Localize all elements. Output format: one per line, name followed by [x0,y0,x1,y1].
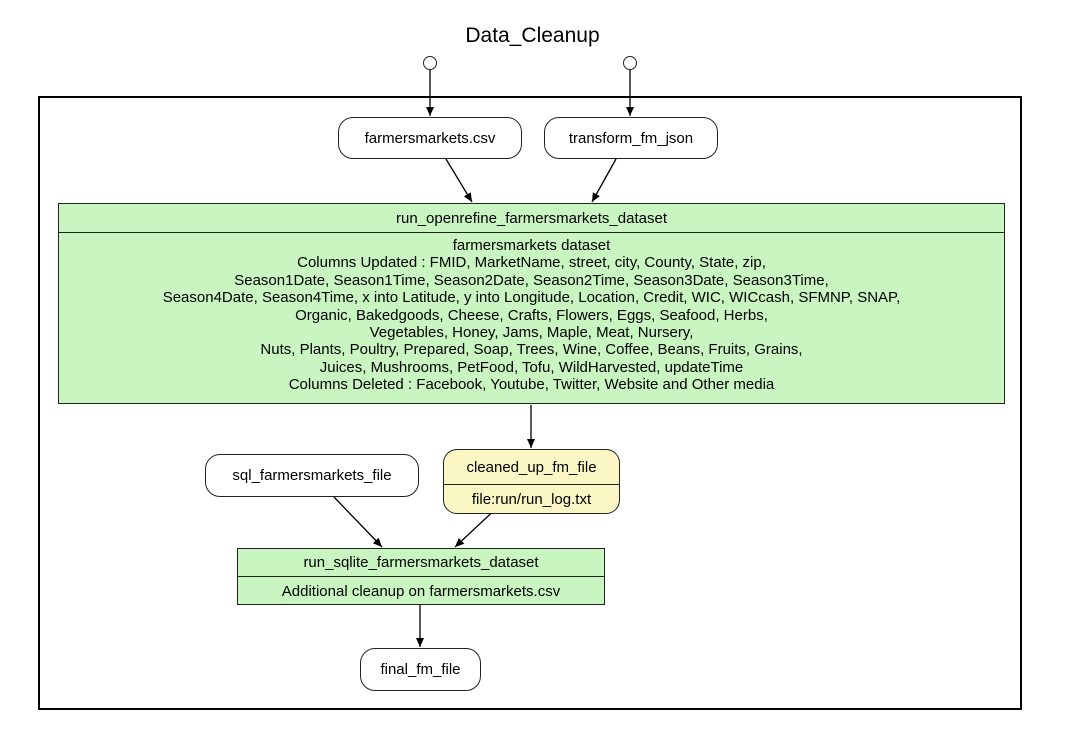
node-label: final_fm_file [380,661,461,678]
diagram-title: Data_Cleanup [465,24,600,47]
node-description: farmersmarkets dataset Columns Updated :… [59,233,1004,394]
workflow-frame [38,96,1022,710]
node-run-sqlite-farmersmarkets-dataset[interactable]: run_sqlite_farmersmarkets_dataset Additi… [237,548,605,605]
input-port-right [623,56,637,70]
description-line: Season1Date, Season1Time, Season2Date, S… [234,271,829,289]
description-line: Season4Date, Season4Time, x into Latitud… [162,289,901,307]
node-transform-fm-json[interactable]: transform_fm_json [544,117,718,159]
description-line: Vegetables, Honey, Jams, Maple, Meat, Nu… [369,324,694,342]
node-label: transform_fm_json [568,129,694,147]
node-title: run_sqlite_farmersmarkets_dataset [238,549,604,577]
node-farmersmarkets-csv[interactable]: farmersmarkets.csv [338,117,522,159]
description-line: Organic, Bakedgoods, Cheese, Crafts, Flo… [295,306,768,324]
description-line: Columns Updated : FMID, MarketName, stre… [297,254,766,272]
edge-transform-fm-json-to-openrefine [591,158,617,203]
node-sql-farmersmarkets-file[interactable]: sql_farmersmarkets_file [205,454,419,497]
node-description: Additional cleanup on farmersmarkets.csv [281,582,561,600]
node-title: cleaned_up_fm_file [444,450,619,485]
description-line: Juices, Mushrooms, PetFood, Tofu, WildHa… [319,358,744,376]
description-line: Columns Deleted : Facebook, Youtube, Twi… [288,376,775,394]
node-cleaned-up-fm-file[interactable]: cleaned_up_fm_file file:run/run_log.txt [443,449,620,514]
node-label: sql_farmersmarkets_file [232,467,392,484]
node-file-path: file:run/run_log.txt [471,491,592,508]
node-run-openrefine-farmersmarkets-dataset[interactable]: run_openrefine_farmersmarkets_dataset fa… [58,203,1005,404]
node-title: run_openrefine_farmersmarkets_dataset [59,204,1004,233]
edge-sql-file-to-sqlite [333,496,383,548]
input-port-left [423,56,437,70]
description-line: farmersmarkets dataset [452,237,611,254]
edge-farmersmarkets-csv-to-openrefine [445,158,473,203]
description-line: Nuts, Plants, Poultry, Prepared, Soap, T… [260,341,803,359]
node-final-fm-file[interactable]: final_fm_file [360,648,481,691]
node-label: farmersmarkets.csv [364,129,496,147]
